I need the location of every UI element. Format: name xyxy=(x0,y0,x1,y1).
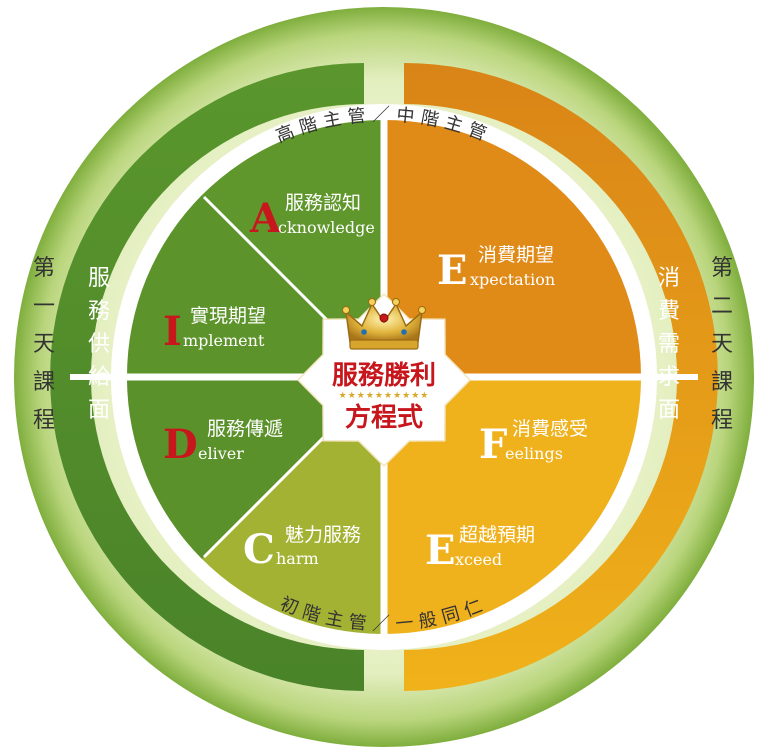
wedge-f-e2 xyxy=(384,377,641,634)
segment-a: A 服務認知 cknowledge xyxy=(249,192,375,242)
center-title-line2: 方程式 xyxy=(345,402,423,433)
wedge-d xyxy=(126,377,384,559)
vertical-char: 天 xyxy=(711,332,733,357)
segment-i: I 實現期望 mplement xyxy=(163,305,266,355)
segment-e2: E 超越預期 xceed xyxy=(425,524,535,574)
vertical-char: 務 xyxy=(88,299,110,324)
vertical-char: 服 xyxy=(88,266,110,291)
vertical-char: 面 xyxy=(658,398,680,423)
segment-english: cknowledge xyxy=(278,218,375,237)
vertical-char: 面 xyxy=(88,398,110,423)
segment-title: 超越預期 xyxy=(459,524,535,546)
segment-letter: D xyxy=(163,421,198,468)
segment-d: D 服務傳遞 eliver xyxy=(163,418,283,468)
segment-title: 服務認知 xyxy=(285,192,361,214)
vertical-char: 二 xyxy=(711,294,733,319)
segment-e1: E 消費期望 xpectation xyxy=(437,244,555,294)
segment-letter: C xyxy=(243,526,275,573)
vertical-char: 費 xyxy=(658,299,680,324)
segment-english: eliver xyxy=(198,444,244,463)
right-inner-label: 消費需求面 xyxy=(658,266,680,423)
segment-letter: A xyxy=(249,195,282,242)
segment-english: eelings xyxy=(505,444,563,463)
center-stars: ★★★★★★★★★★ xyxy=(339,391,430,401)
segment-english: mplement xyxy=(183,331,265,350)
vertical-char: 第 xyxy=(33,256,55,281)
vertical-char: 需 xyxy=(658,332,680,357)
left-outer-label: 第一天課程 xyxy=(33,256,55,433)
vertical-char: 求 xyxy=(658,365,680,390)
center-title-line1: 服務勝利 xyxy=(332,361,436,391)
vertical-char: 消 xyxy=(658,266,680,291)
vertical-char: 一 xyxy=(33,294,55,319)
vertical-char: 第 xyxy=(711,256,733,281)
segment-letter: I xyxy=(163,308,182,355)
segment-title: 服務傳遞 xyxy=(207,418,283,440)
right-ring-arc xyxy=(404,63,718,691)
segment-english: xceed xyxy=(455,550,502,569)
vertical-char: 程 xyxy=(711,408,733,433)
segment-f: F 消費感受 eelings xyxy=(479,418,588,468)
wedge-e1 xyxy=(384,120,641,377)
segment-english: harm xyxy=(276,549,319,568)
vertical-char: 課 xyxy=(711,370,733,395)
left-inner-label: 服務供給面 xyxy=(88,266,110,423)
segment-title: 實現期望 xyxy=(190,305,266,327)
segment-english: xpectation xyxy=(470,270,555,289)
left-ring-arc xyxy=(50,63,364,691)
vertical-char: 天 xyxy=(33,332,55,357)
center-star-badge xyxy=(296,292,472,468)
wedge-a xyxy=(202,119,384,377)
segment-title: 消費期望 xyxy=(478,244,554,266)
vertical-char: 程 xyxy=(33,408,55,433)
crown-icon xyxy=(342,298,426,350)
vertical-char: 給 xyxy=(88,365,110,390)
right-outer-label: 第二天課程 xyxy=(711,256,733,433)
segment-letter: E xyxy=(437,247,468,294)
vertical-char: 供 xyxy=(88,332,110,357)
segment-letter: E xyxy=(425,527,456,574)
segment-title: 消費感受 xyxy=(512,418,588,440)
wedge-i xyxy=(126,195,384,377)
inner-wedges xyxy=(110,110,658,644)
segment-title: 魅力服務 xyxy=(285,524,361,546)
vertical-char: 課 xyxy=(33,370,55,395)
segment-letter: F xyxy=(479,421,507,468)
segment-c: C 魅力服務 harm xyxy=(243,524,361,573)
